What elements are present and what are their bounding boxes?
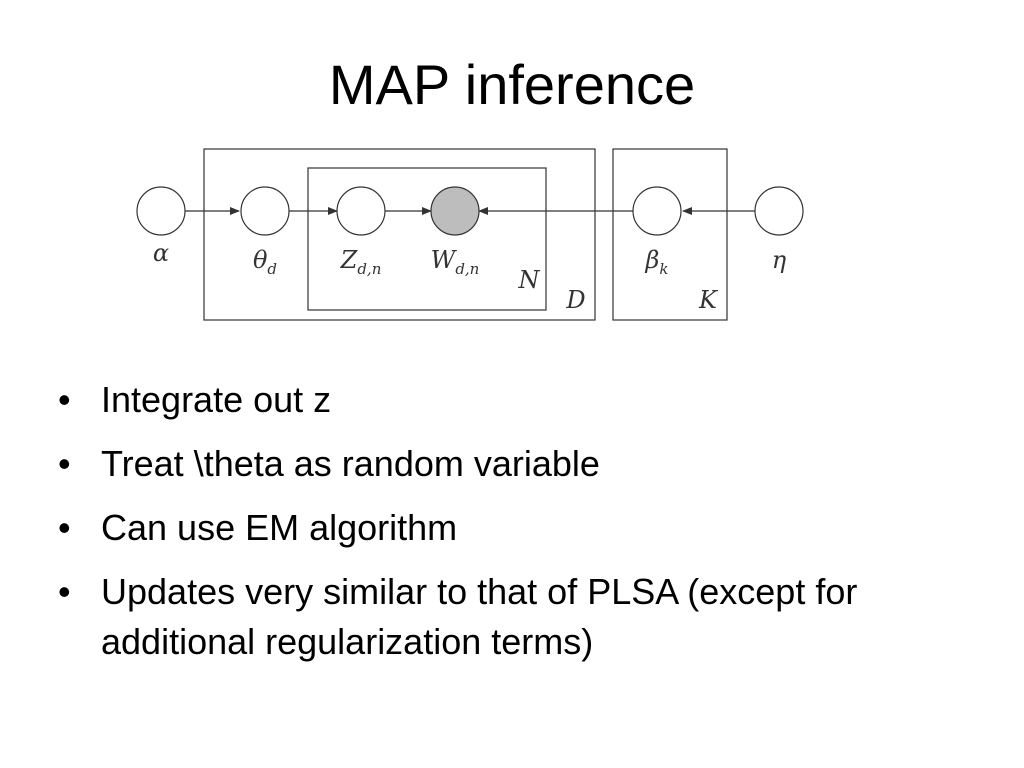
bullet-item: Updates very similar to that of PLSA (ex… — [58, 567, 958, 667]
node-z — [336, 186, 386, 236]
label-theta: θd — [253, 246, 277, 278]
plate-label-k: K — [698, 286, 719, 314]
bullet-list: Integrate out z Treat \theta as random v… — [58, 375, 958, 667]
node-beta — [632, 186, 682, 236]
slide-title: MAP inference — [328, 53, 696, 116]
node-alpha — [136, 186, 186, 236]
bullet-item: Treat \theta as random variable — [58, 439, 958, 489]
plate-d — [203, 148, 596, 321]
label-w: Wd,n — [431, 246, 480, 278]
label-alpha: α — [153, 239, 169, 267]
node-theta — [240, 186, 290, 236]
label-z: Zd,n — [340, 246, 382, 278]
node-eta — [754, 186, 804, 236]
bullet-item: Integrate out z — [58, 375, 958, 425]
label-beta: βk — [645, 246, 669, 278]
label-eta: η — [772, 246, 787, 274]
plate-label-n: N — [518, 266, 541, 294]
plate-n — [307, 167, 547, 311]
bullet-item: Can use EM algorithm — [58, 503, 958, 553]
plate-diagram: α θd Zd,n Wd,n βk η N D K — [136, 148, 804, 321]
plate-k — [612, 148, 728, 321]
plate-label-d: D — [565, 286, 585, 314]
node-w — [430, 186, 480, 236]
